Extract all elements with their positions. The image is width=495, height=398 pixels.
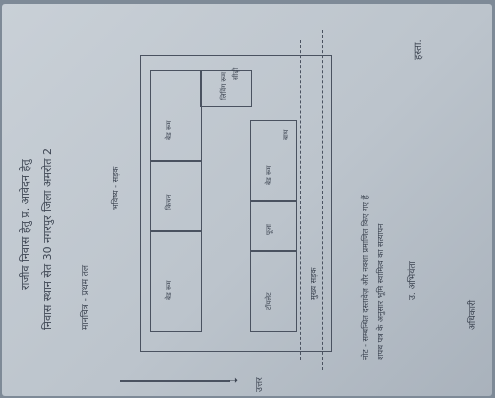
road-top-label: भविष्य - सड़क — [111, 166, 120, 210]
road-edge-line — [322, 30, 323, 370]
compass-label: उत्तर — [255, 377, 265, 392]
plot-boundary — [140, 55, 332, 352]
room-1 — [150, 70, 202, 162]
map-title: मानचित्र - प्रथम तल — [81, 264, 91, 330]
room-2 — [150, 160, 202, 232]
room-6 — [250, 200, 297, 252]
room-5 — [250, 120, 297, 202]
road-bottom-label: मुख्य सड़क — [309, 267, 318, 300]
room-label-7: टॉयलेट — [265, 292, 273, 310]
room-7 — [250, 250, 297, 332]
signature-engineer: उ. अभियंता — [408, 261, 418, 300]
north-arrow-head: ➝ — [228, 373, 239, 387]
room-label-3: बेड रूम — [165, 280, 173, 300]
document-page — [2, 4, 492, 396]
note-line-2: शपथ पत्र के अनुसार भूमि स्वामित्व का सत्… — [376, 223, 385, 360]
room-4 — [200, 70, 252, 107]
room-label-9: सीढ़ी — [232, 67, 240, 80]
room-3 — [150, 230, 202, 332]
room-label-2: किचन — [165, 194, 173, 210]
note-line-1: नोट - सम्बन्धित दस्तावेज़ और नक्शा प्रमा… — [361, 195, 370, 360]
document-address: निवास स्थान सेत 30 नगरपुर जिला अमरोत 2 — [41, 147, 54, 330]
room-label-6: पूजा — [265, 224, 273, 235]
document-title: राजीव निवास हेतु प्र. आवेदन हेतु — [19, 159, 32, 290]
setback-line — [300, 40, 301, 360]
north-arrow-shaft — [120, 380, 230, 382]
room-label-5: बेड रूम — [265, 165, 273, 185]
signature-officer: अधिकारी — [468, 300, 478, 330]
signature-owner: हस्ता. — [413, 39, 424, 60]
room-label-1: बेड रूम — [165, 120, 173, 140]
room-label-8: बाथ — [282, 129, 290, 140]
room-label-4: लिविंग रूम — [220, 71, 228, 100]
